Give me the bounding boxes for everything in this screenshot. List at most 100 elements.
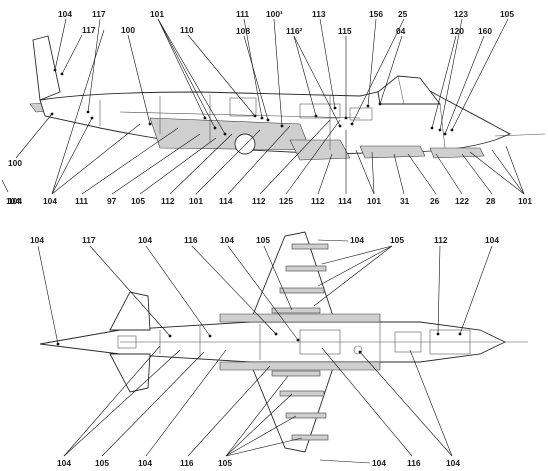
leader-line [127, 34, 151, 125]
leader-line [439, 18, 463, 131]
leader-dot [60, 72, 64, 76]
leader-line [263, 245, 293, 311]
callout-label: 104 [372, 458, 386, 468]
leader-dot [260, 116, 264, 120]
callout-label: 104 [6, 196, 20, 206]
leader-line [101, 351, 205, 457]
callout-label: 105 [500, 9, 514, 19]
callout-label: 112 [434, 235, 448, 245]
top-pylon [279, 287, 325, 294]
leader-line [81, 127, 179, 195]
top-stab-upper [109, 291, 151, 331]
callout-label: 104 [138, 458, 152, 468]
callout-label: 101 [518, 196, 532, 206]
callout-label: 111 [236, 9, 249, 19]
leader-dot [366, 104, 370, 108]
leader-line [243, 35, 269, 121]
callout-label: 101 [150, 9, 164, 19]
leader-line [1, 179, 9, 193]
leader-line [355, 149, 375, 195]
leader-line [15, 113, 53, 159]
leader-dot [86, 110, 90, 114]
leader-line [459, 245, 493, 335]
leader-line [321, 347, 413, 457]
leader-dot [338, 124, 342, 128]
callout-label: 26 [430, 196, 440, 206]
leader-dot [266, 118, 270, 122]
side-wheel [234, 133, 256, 155]
leader-dot [53, 68, 57, 72]
leader-dot [314, 114, 318, 118]
side-pylon-2 [359, 145, 426, 159]
leader-line [359, 351, 453, 457]
leader-line [371, 151, 375, 195]
callout-label: 104 [220, 235, 234, 245]
callout-label: 101 [367, 196, 381, 206]
leader-line [227, 125, 291, 195]
callout-label: 104 [485, 235, 499, 245]
callout-label: 117 [92, 9, 106, 19]
top-pylon [291, 434, 329, 441]
callout-label: 125 [279, 196, 293, 206]
callout-label: 113 [312, 9, 326, 19]
callout-label: 100 [8, 158, 22, 168]
leader-line [367, 18, 377, 107]
side-tail-fin [32, 35, 61, 101]
leader-line [51, 117, 93, 195]
leader-line [351, 18, 405, 125]
callout-label: 114 [219, 196, 233, 206]
top-view-bottom-callouts: 104 105 104 116 105 104 116 104 [57, 345, 460, 468]
leader-line [505, 145, 525, 195]
callout-label: 104 [58, 9, 72, 19]
callout-label: 120 [450, 26, 464, 36]
callout-label: 31 [400, 196, 410, 206]
leader-line [89, 245, 171, 337]
leader-dot [208, 334, 212, 338]
leader-dot [450, 128, 454, 132]
side-panel-line [439, 103, 446, 149]
callout-label: 25 [398, 9, 408, 19]
callout-label: 105 [256, 235, 270, 245]
callout-label: 116 [184, 235, 198, 245]
leader-line [195, 129, 261, 195]
leader-line [435, 153, 463, 195]
leader-line [431, 35, 457, 129]
callout-label: 112 [311, 196, 325, 206]
leader-dot [350, 122, 354, 126]
leader-dot [148, 122, 152, 126]
leader-line [87, 18, 101, 113]
leader-dot [358, 350, 362, 354]
top-stab-lower [109, 353, 151, 393]
callout-label: 105 [95, 458, 109, 468]
leader-dot [274, 332, 278, 336]
leader-dot [203, 116, 207, 120]
leader-line [491, 149, 525, 195]
leader-line [61, 34, 83, 75]
callout-label: 110 [180, 25, 194, 35]
leader-line [139, 137, 217, 195]
side-bay-2 [299, 103, 341, 119]
leader-line [187, 365, 271, 457]
callout-label: 104 [138, 235, 152, 245]
callout-label: 160 [478, 26, 492, 36]
callout-label: 97 [107, 196, 117, 206]
leader-dot [56, 342, 60, 346]
leader-dot [168, 334, 172, 338]
callout-label: 104 [30, 235, 44, 245]
leader-line [157, 18, 226, 135]
callout-label: 115 [338, 26, 352, 36]
leader-line [63, 349, 181, 457]
leader-line [157, 18, 206, 119]
leader-line [51, 29, 105, 195]
callout-label: 116 [180, 458, 194, 468]
top-pylon [291, 243, 329, 250]
leader-line [145, 349, 227, 457]
callout-label: 122 [455, 196, 469, 206]
leader-dot [430, 126, 434, 130]
leader-line [393, 153, 405, 195]
callout-label: 104 [57, 458, 71, 468]
side-pylon-1 [289, 139, 351, 161]
side-second-row-callouts: 117 100 110 108 116² 115 04 120 160 [60, 25, 492, 136]
